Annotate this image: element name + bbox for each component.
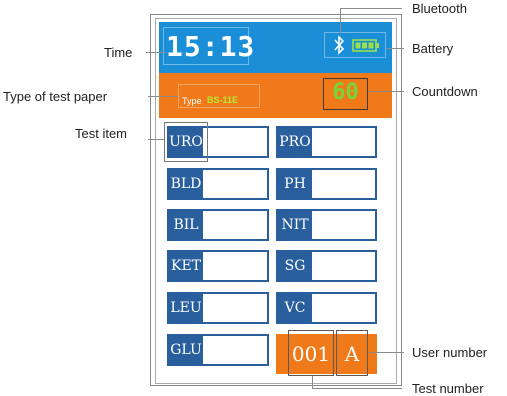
test-item-label: GLU xyxy=(169,336,203,364)
battery-icon xyxy=(352,39,379,52)
callout-countdown: Countdown xyxy=(412,84,478,99)
test-item-highlight xyxy=(164,122,208,162)
test-item-label: KET xyxy=(169,252,203,280)
bluetooth-leader-v xyxy=(340,8,341,34)
status-icons-box xyxy=(324,32,386,58)
callout-type-of-test-paper: Type of test paper xyxy=(3,89,108,104)
time-leader xyxy=(146,52,166,53)
test-item-bld: BLD xyxy=(167,168,269,200)
test-item-pro: PRO xyxy=(276,126,377,158)
test-number-leader-h xyxy=(312,388,402,389)
paper-type-leader xyxy=(148,96,178,97)
callout-time: Time xyxy=(104,45,133,60)
test-info-bar: 60 xyxy=(159,73,392,118)
test-item-leader xyxy=(148,139,164,140)
test-item-label: BLD xyxy=(169,170,203,198)
test-item-label: SG xyxy=(278,252,312,280)
time-display: 15:13 xyxy=(166,30,256,63)
test-item-nit: NIT xyxy=(276,209,377,241)
test-item-glu: GLU xyxy=(167,334,269,366)
test-item-bil: BIL xyxy=(167,209,269,241)
paper-type-label: Type xyxy=(182,96,202,106)
status-bar: 15:13 xyxy=(159,22,392,73)
time-highlight-box xyxy=(163,27,249,65)
test-item-ket: KET xyxy=(167,250,269,282)
battery-leader xyxy=(386,48,404,49)
countdown-value: 60 xyxy=(332,80,359,105)
bluetooth-icon xyxy=(334,35,345,55)
user-number-box xyxy=(336,330,368,376)
countdown-box xyxy=(323,78,368,110)
test-number-leader-v xyxy=(312,376,313,388)
test-item-label: URO xyxy=(169,128,203,156)
test-item-label: VC xyxy=(278,294,312,322)
callout-battery: Battery xyxy=(412,41,454,56)
device-frame-outer xyxy=(150,14,402,386)
test-item-label: BIL xyxy=(169,211,203,239)
id-panel xyxy=(276,334,377,374)
test-item-uro: URO xyxy=(167,126,269,158)
test-item-ph: PH xyxy=(276,168,377,200)
test-item-label: PH xyxy=(278,170,312,198)
user-number-value: A xyxy=(344,342,360,366)
callout-test-number: Test number xyxy=(412,381,484,396)
test-item-sg: SG xyxy=(276,250,377,282)
test-number-box xyxy=(288,330,334,376)
paper-type-box xyxy=(178,84,260,108)
callout-user-number: User number xyxy=(412,345,488,360)
test-item-label: LEU xyxy=(169,294,203,322)
bluetooth-leader-h xyxy=(340,8,402,9)
callout-test-item: Test item xyxy=(75,126,128,141)
test-number-value: 001 xyxy=(291,342,331,366)
test-item-label: NIT xyxy=(278,211,312,239)
device-frame-inner xyxy=(155,18,397,384)
test-item-label: PRO xyxy=(278,128,312,156)
device-screen: 15:13 60 Type BS-11E URO PRO BLD PH BIL … xyxy=(159,22,392,380)
countdown-leader xyxy=(368,91,404,92)
paper-type-value: BS-11E xyxy=(207,95,239,105)
callout-bluetooth: Bluetooth xyxy=(412,1,467,16)
user-number-leader xyxy=(369,352,404,353)
test-item-leu: LEU xyxy=(167,292,269,324)
test-item-vc: VC xyxy=(276,292,377,324)
